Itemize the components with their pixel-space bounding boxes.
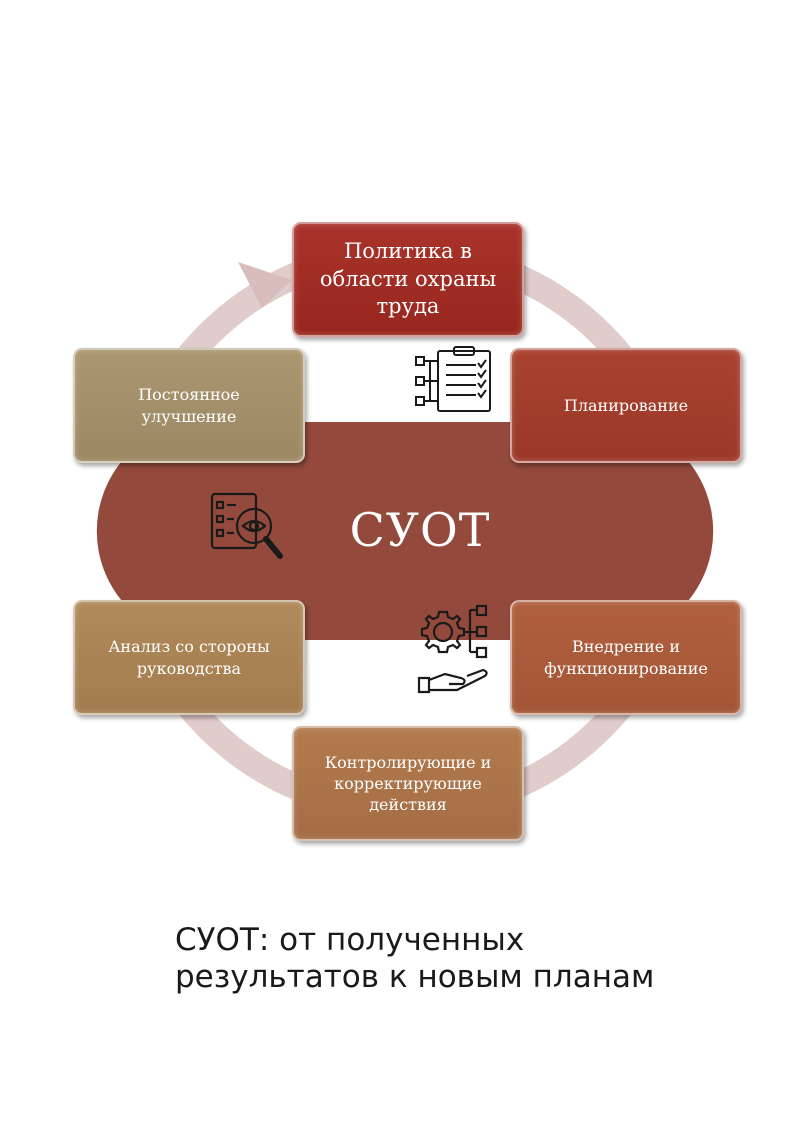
checklist-icon (410, 345, 496, 413)
caption: СУОТ: от полученных результатов к новым … (175, 922, 655, 996)
node-control: Контролирующие и корректирующие действия (292, 726, 524, 841)
node-implementation: Внедрение и функционирование (510, 600, 742, 715)
cycle-arrowhead (238, 262, 292, 308)
gear-hand-icon (415, 604, 495, 694)
node-policy: Политика в области охраны труда (292, 222, 524, 337)
node-planning: Планирование (510, 348, 742, 463)
node-improvement: Постоянное улучшение (73, 348, 305, 463)
center-band (96, 422, 714, 640)
document-search-icon (210, 492, 283, 559)
node-analysis: Анализ со стороны руководства (73, 600, 305, 715)
center-label: СУОТ (349, 503, 491, 557)
